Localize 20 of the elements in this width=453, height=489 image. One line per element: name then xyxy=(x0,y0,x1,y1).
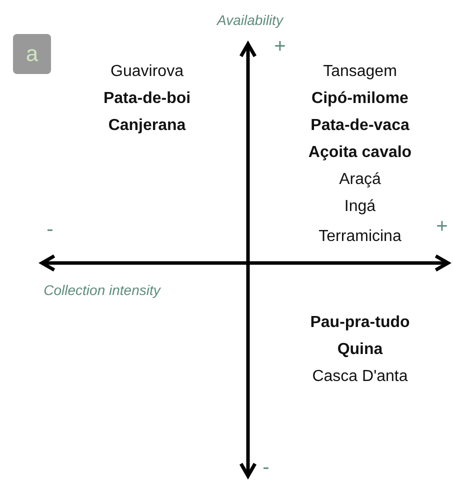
plus-sign: + xyxy=(436,216,448,238)
plus-sign: + xyxy=(274,36,286,58)
panel-letter: a xyxy=(13,34,51,74)
plant-name: Terramicina xyxy=(318,228,402,246)
plant-name: Pata-de-boi xyxy=(103,90,191,108)
minus-sign: - xyxy=(262,456,270,480)
plant-name: Canjerana xyxy=(108,117,186,135)
minus-sign: - xyxy=(46,218,54,242)
plant-name: Ingá xyxy=(344,198,376,216)
axis-title: Collection intensity xyxy=(44,282,160,298)
plant-name: Tansagem xyxy=(323,63,397,81)
plant-name: Pata-de-vaca xyxy=(310,117,410,135)
plant-name: Araçá xyxy=(339,171,381,189)
plant-name: Casca D'anta xyxy=(312,368,408,386)
plant-name: Açoita cavalo xyxy=(308,144,412,162)
axis-title: Availability xyxy=(217,12,283,28)
plant-name: Quina xyxy=(337,341,383,359)
plant-name: Pau-pra-tudo xyxy=(310,314,410,332)
plant-name: Cipó-milome xyxy=(312,90,408,108)
plant-name: Guavirova xyxy=(110,63,184,81)
